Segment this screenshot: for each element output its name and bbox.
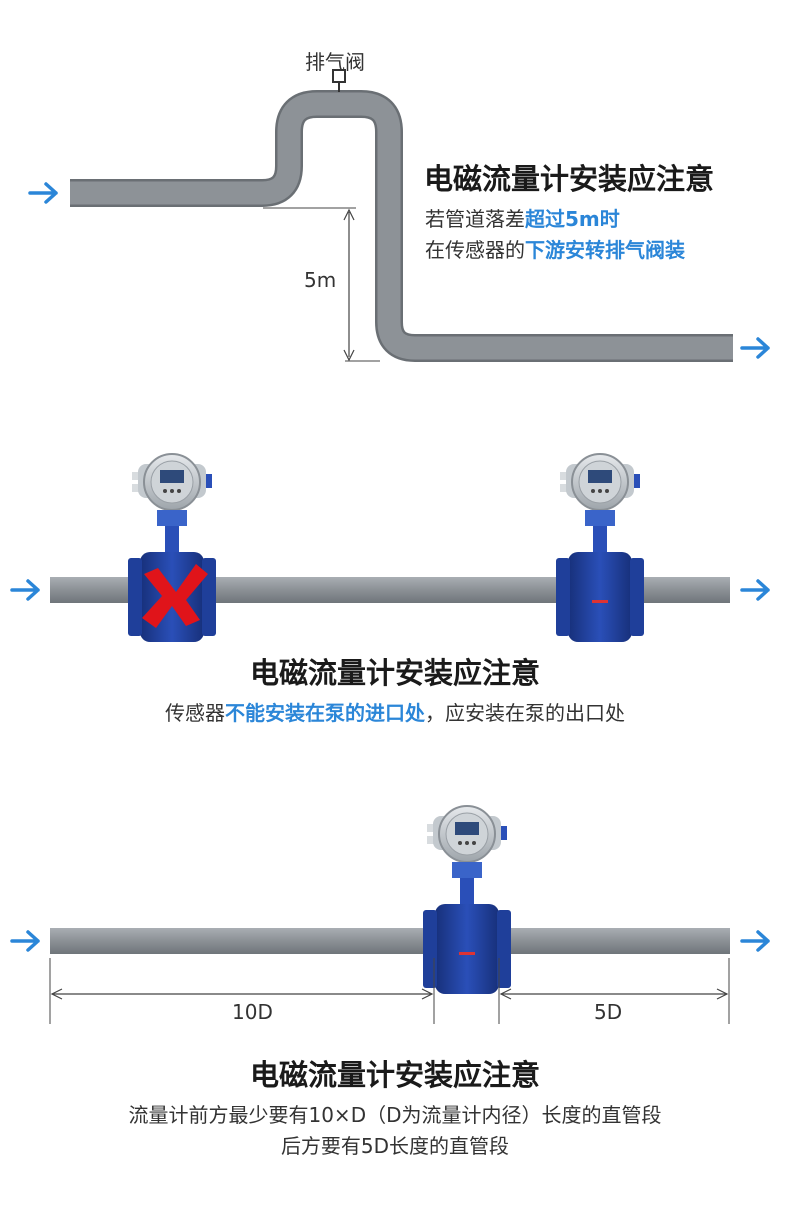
height-label: 5m: [304, 268, 337, 292]
arrow-right-icon: [740, 930, 770, 952]
section3-line2: 后方要有5D长度的直管段: [280, 1134, 510, 1158]
flowmeter-icon: [422, 805, 512, 995]
arrow-right-icon: [740, 337, 770, 359]
pipe-1: [70, 90, 733, 362]
flowmeter-icon: [555, 453, 645, 643]
section1-title: 电磁流量计安装应注意: [424, 162, 715, 196]
section2-title: 电磁流量计安装应注意: [249, 656, 540, 690]
section1-line2: 在传感器的下游安转排气阀装: [425, 234, 685, 263]
section2-suffix: ，应安装在泵的出口处: [425, 701, 625, 725]
arrow-right-icon: [28, 182, 58, 204]
section1-line1: 若管道落差超过5m时: [425, 203, 620, 232]
section3-title: 电磁流量计安装应注意: [249, 1058, 540, 1092]
line2-text: 在传感器的: [425, 238, 525, 262]
section2-text: 传感器: [165, 701, 225, 725]
pipe-3: [50, 928, 730, 954]
line1-text: 若管道落差: [425, 207, 525, 231]
section3-line1: 流量计前方最少要有10×D（D为流量计内径）长度的直管段: [128, 1103, 662, 1127]
valve-label: 排气阀: [305, 50, 365, 74]
exhaust-valve-icon: [332, 69, 346, 92]
upstream-length-label: 10D: [232, 1000, 273, 1024]
downstream-length-label: 5D: [594, 1000, 623, 1024]
flowmeter-icon: [127, 453, 217, 643]
arrow-right-icon: [10, 930, 40, 952]
line2-highlight: 下游安转排气阀装: [525, 238, 685, 262]
section2-highlight: 不能安装在泵的进口处: [225, 701, 425, 725]
line1-highlight: 超过5m时: [525, 207, 620, 231]
section2-line: 传感器不能安装在泵的进口处，应安装在泵的出口处: [0, 697, 790, 726]
arrow-right-icon: [10, 579, 40, 601]
arrow-right-icon: [740, 579, 770, 601]
cross-icon: [142, 564, 208, 628]
